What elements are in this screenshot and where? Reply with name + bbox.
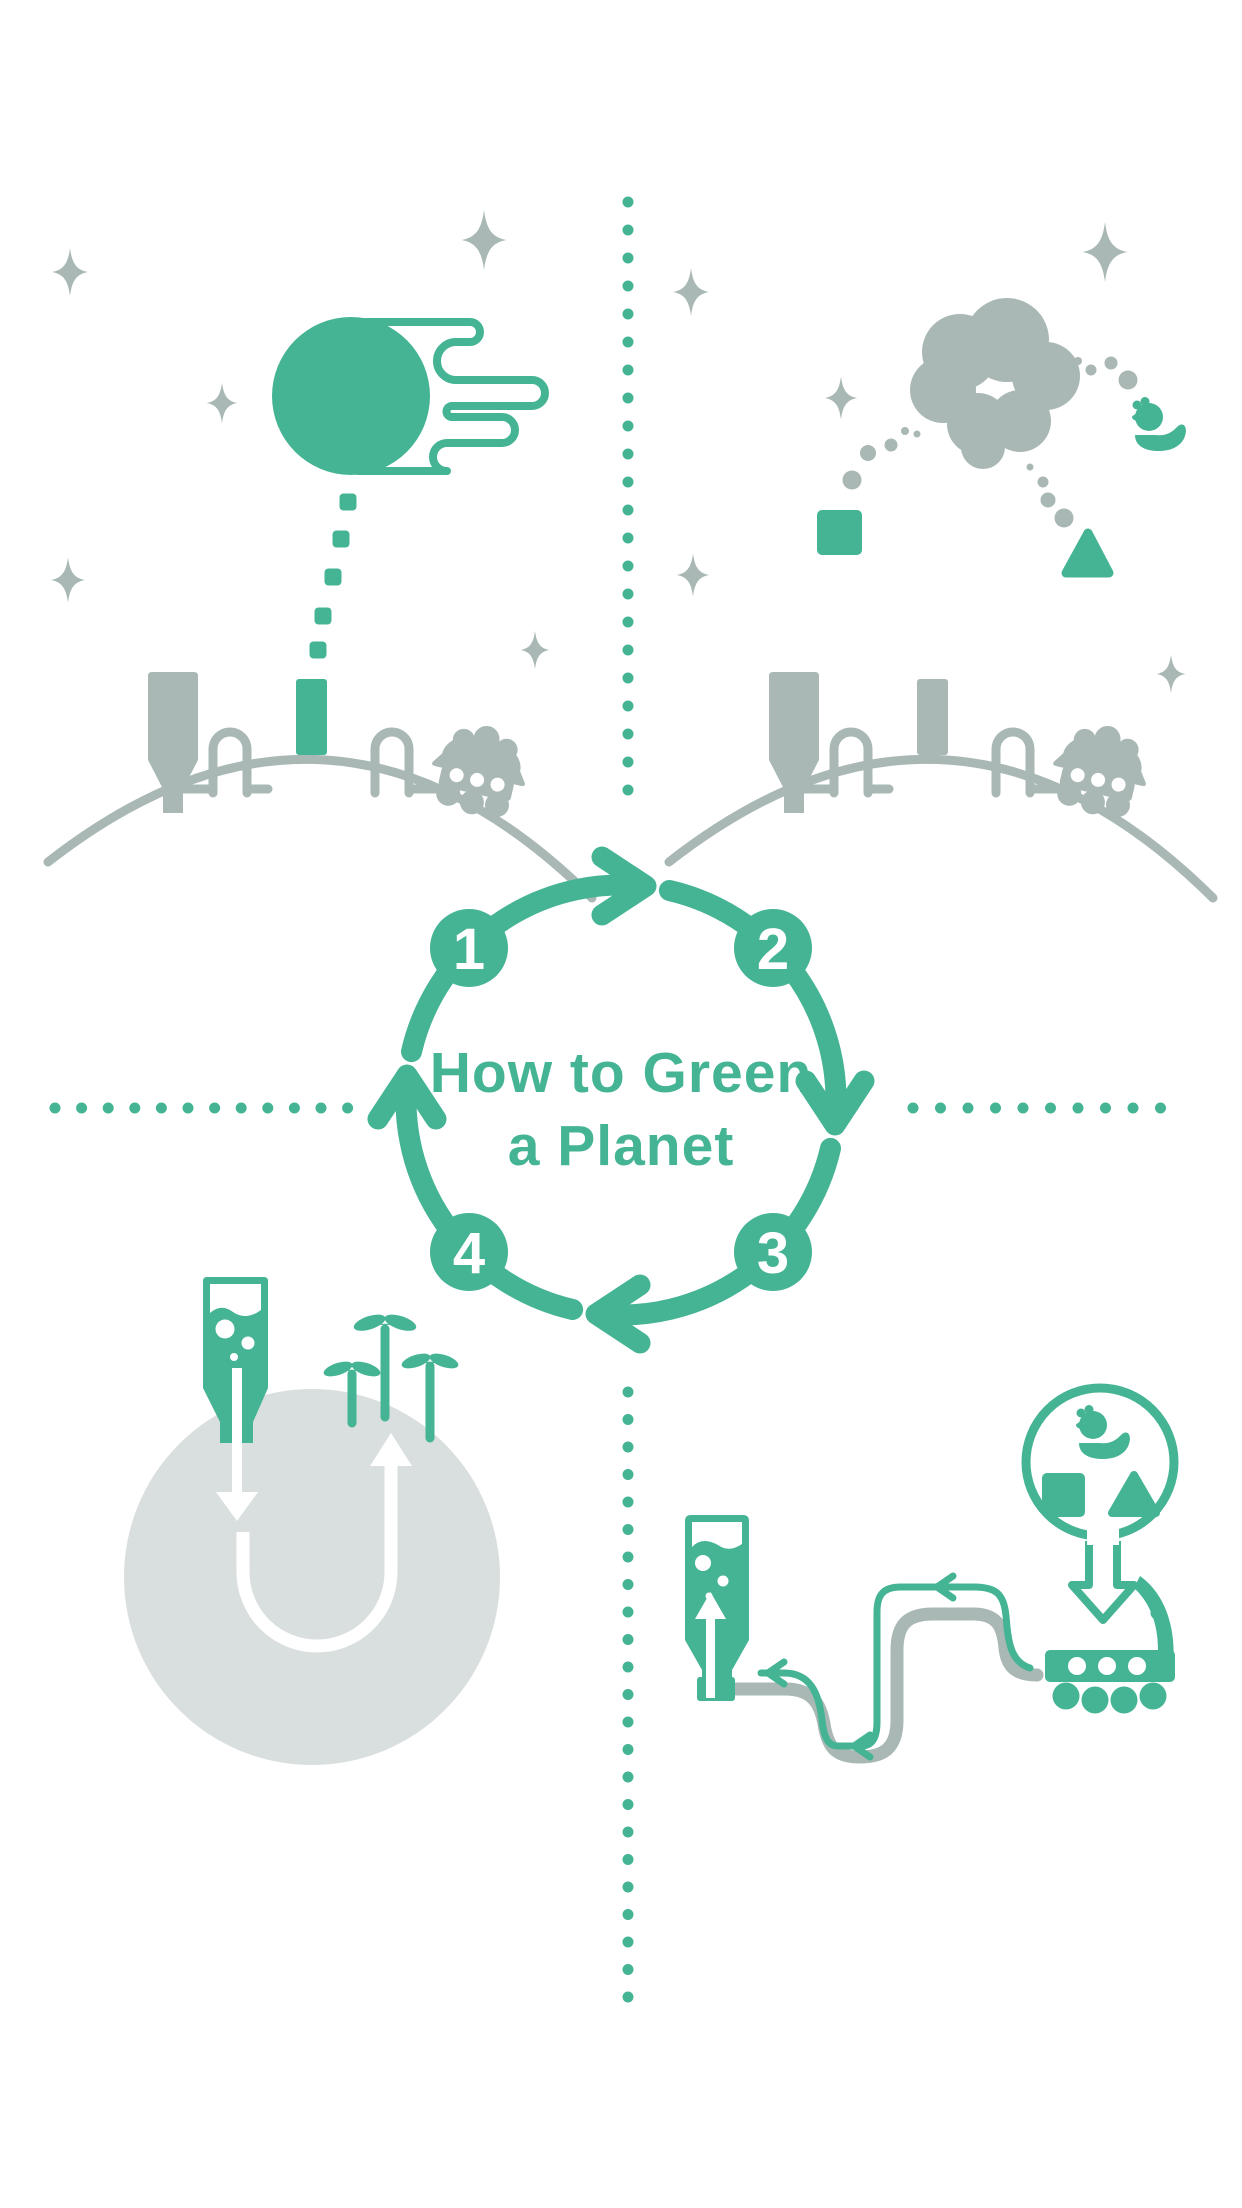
step-badge-4: 4 — [430, 1213, 508, 1291]
scene-step-3-rover-factory — [685, 1383, 1179, 1764]
step-badge-2: 2 — [734, 909, 812, 987]
soil-circle — [124, 1389, 500, 1765]
block-triangle-icon — [1061, 528, 1114, 578]
sparkle-icon — [673, 268, 709, 316]
comet-icon — [272, 317, 549, 475]
quadrant-dividers — [49, 196, 1194, 2004]
step-badge-3: 3 — [734, 1213, 812, 1291]
step-number-1: 1 — [453, 917, 485, 982]
sparkle-icon — [520, 630, 550, 670]
sparkle-icon — [824, 376, 858, 420]
sparkle-icon — [676, 553, 710, 597]
step-number-3: 3 — [757, 1221, 789, 1286]
page-title-line-2: a Planet — [508, 1114, 735, 1178]
block-triangle-icon — [1108, 1471, 1160, 1517]
chimney-icon — [296, 679, 327, 755]
speech-bubble-icon — [1021, 1383, 1179, 1624]
flask-icon — [203, 1277, 268, 1443]
cloud-icon — [910, 298, 1080, 469]
block-square-icon — [1042, 1473, 1085, 1517]
dot-trail-to-square — [842, 427, 921, 490]
arrow-clockwise-right — [795, 1070, 875, 1136]
u-turn-arrow-icon — [236, 1433, 412, 1653]
up-arrow-icon — [695, 1592, 726, 1698]
flow-arrow-icon — [757, 1572, 1034, 1761]
toy-duck-icon — [1132, 397, 1186, 451]
dot-trail-to-triangle — [1026, 463, 1074, 528]
arrow-clockwise-top — [591, 846, 657, 926]
arrow-clockwise-left — [367, 1064, 447, 1130]
scene-step-2-cloud-release — [669, 222, 1213, 898]
arrow-clockwise-bottom — [585, 1274, 651, 1354]
step-number-2: 2 — [757, 917, 789, 982]
sparkle-icon — [206, 382, 238, 424]
sparkle-icon — [52, 248, 88, 296]
page-title-line-1: How to Green — [430, 1041, 813, 1105]
cycle-diagram: 1 2 3 4 How to Green a Planet — [367, 846, 875, 1354]
sparkle-icon — [50, 557, 86, 603]
block-square-icon — [817, 510, 862, 555]
step-number-4: 4 — [453, 1221, 485, 1286]
chimney-icon — [917, 679, 948, 755]
scene-step-4-soil-growth — [124, 1277, 500, 1765]
rover-icon — [1045, 1576, 1175, 1714]
comet-trail-dots — [309, 493, 357, 659]
down-arrow-icon — [216, 1368, 258, 1521]
sparkle-icon — [461, 210, 507, 270]
scene-step-1-comet-arrival — [48, 210, 592, 898]
sparkle-icon — [1082, 222, 1128, 282]
sparkle-icon — [1156, 654, 1186, 694]
step-badge-1: 1 — [430, 909, 508, 987]
dot-trail-to-duck — [1074, 356, 1138, 390]
cycle-arrowheads — [367, 846, 875, 1354]
